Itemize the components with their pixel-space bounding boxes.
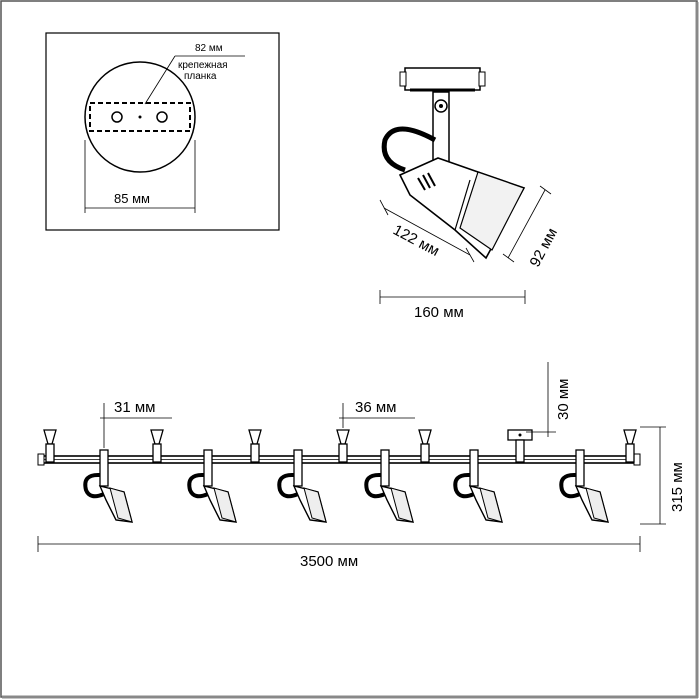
suspension-mount (248, 429, 262, 463)
lamp-depth-label: 160 мм (414, 304, 464, 321)
ceiling-plate (84, 61, 196, 173)
bar-caption-line2: планка (184, 71, 217, 82)
total-length-label: 3500 мм (300, 553, 358, 570)
spot-lamp-view: 122 мм 92 мм 160 мм (379, 67, 561, 321)
track-spot (453, 449, 503, 523)
spacing-b-label: 36 мм (355, 399, 396, 416)
track-spot (187, 449, 237, 523)
suspension-mount (418, 429, 432, 463)
suspension-mount (150, 429, 164, 463)
suspension-mount (623, 429, 637, 463)
mounting-bar (89, 102, 191, 132)
lamp-base (404, 67, 481, 91)
track-spot (277, 449, 327, 523)
bar-length-label: 82 мм (195, 43, 223, 54)
spacing-a-label: 31 мм (114, 399, 155, 416)
screw-hole-left (111, 111, 123, 123)
shade-length-label: 122 мм (390, 222, 442, 260)
total-height-label: 315 мм (669, 462, 686, 512)
plate-width-label: 85 мм (114, 191, 150, 206)
screw-hole-right (156, 111, 168, 123)
mount-height-label: 30 мм (555, 379, 572, 420)
track-spot (83, 449, 133, 523)
bar-caption-line1: крепежная (178, 60, 228, 71)
suspension-mount (43, 429, 57, 463)
track-system-view: 31 мм 36 мм 30 мм 315 мм 3500 мм (37, 362, 686, 570)
suspension-mount (336, 429, 350, 463)
power-feed (507, 429, 533, 463)
lamp-cable (381, 126, 437, 173)
mount-plate-view: 82 мм крепежная планка 85 мм (45, 32, 280, 231)
track-spot (559, 449, 609, 523)
track-spot (364, 449, 414, 523)
shade-height-label: 92 мм (527, 225, 561, 270)
